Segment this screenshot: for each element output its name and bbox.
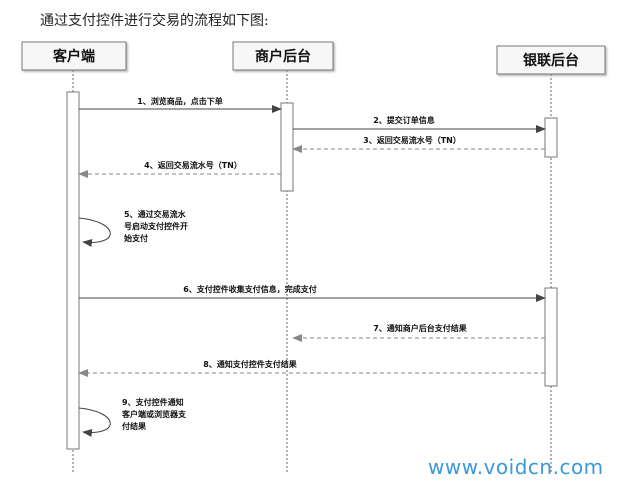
intro-text: 通过支付控件进行交易的流程如下图: bbox=[40, 13, 269, 29]
message-1-label: 1、浏览商品，点击下单 bbox=[137, 96, 223, 106]
watermark-text: www.voidcn.com bbox=[428, 455, 604, 479]
client-activation-bar bbox=[66, 91, 80, 450]
message-9-label: 9、支付控件通知 客户端或浏览器支 付结果 bbox=[121, 397, 189, 431]
actor-merchant: 商户后台 bbox=[232, 41, 334, 71]
unionpay-activation-bar-1 bbox=[544, 117, 558, 158]
actor-merchant-label: 商户后台 bbox=[255, 48, 311, 65]
message-6-label: 6、支付控件收集支付信息，完成支付 bbox=[183, 284, 317, 294]
message-4-label: 4、返回交易流水号（TN） bbox=[144, 160, 242, 170]
message-9-label-line-2: 客户端或浏览器支 bbox=[121, 409, 187, 419]
actor-client: 客户端 bbox=[21, 41, 127, 71]
merchant-activation-bar bbox=[280, 102, 294, 192]
message-3-label: 3、返回交易流水号（TN） bbox=[363, 135, 461, 145]
message-5-label: 5、通过交易流水 号启动支付控件开 始支付 bbox=[124, 209, 191, 243]
message-9-label-line-1: 9、支付控件通知 bbox=[122, 397, 184, 407]
message-5-label-line-1: 5、通过交易流水 bbox=[124, 209, 187, 219]
message-2-label: 2、提交订单信息 bbox=[373, 115, 435, 125]
message-9-label-line-3: 付结果 bbox=[122, 421, 146, 431]
actor-unionpay-label: 银联后台 bbox=[523, 52, 579, 69]
message-5-label-line-3: 始支付 bbox=[124, 233, 148, 243]
message-5-label-line-2: 号启动支付控件开 bbox=[124, 221, 188, 231]
actor-unionpay: 银联后台 bbox=[496, 45, 606, 75]
message-8-label: 8、通知支付控件支付结果 bbox=[203, 359, 297, 369]
unionpay-activation-bar-2 bbox=[544, 287, 558, 387]
actor-client-label: 客户端 bbox=[52, 48, 95, 65]
message-9-arrow bbox=[78, 407, 111, 437]
message-5-arrow bbox=[78, 217, 111, 247]
message-7-label: 7、通知商户后台支付结果 bbox=[373, 323, 467, 333]
